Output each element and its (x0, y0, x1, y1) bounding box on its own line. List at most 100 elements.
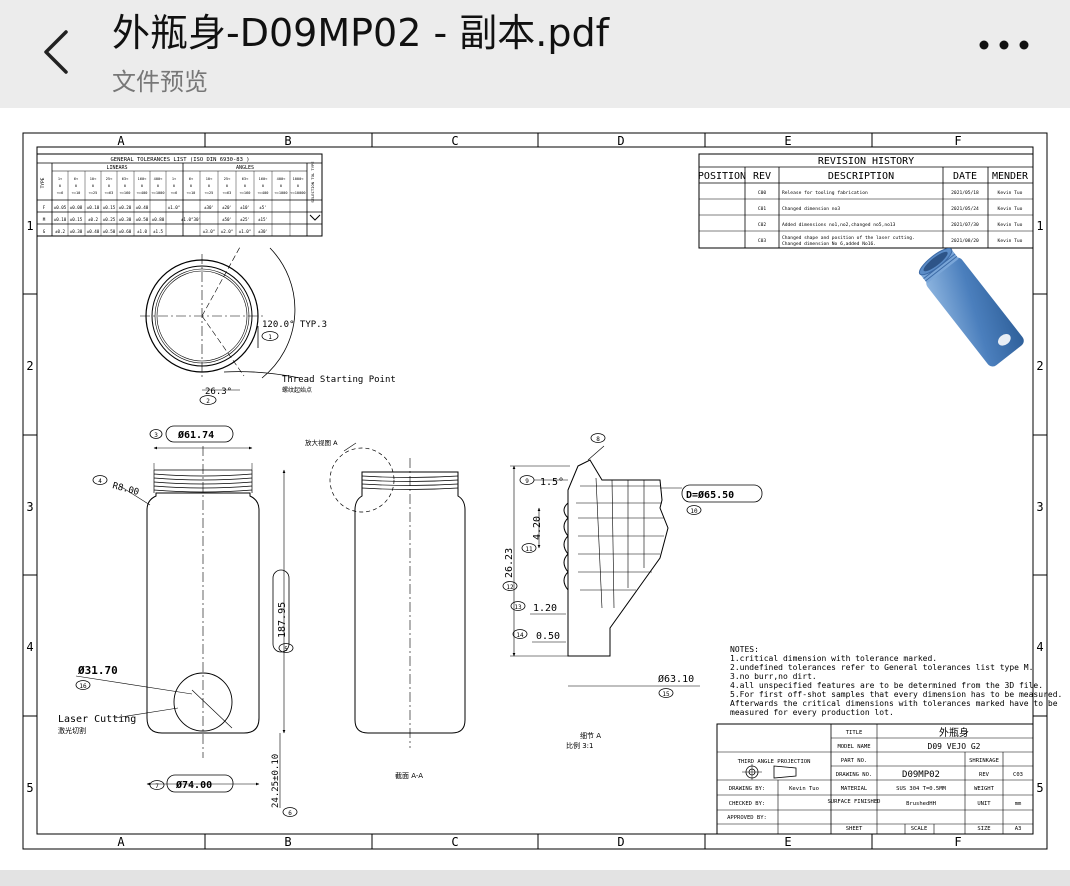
revision-rev: C02 (758, 222, 767, 228)
thread-start-label: Thread Starting Point (282, 375, 396, 385)
document-title: 外瓶身-D09MP02 - 副本.pdf (112, 11, 609, 55)
detail-view-callout: 放大视图 A (305, 438, 338, 447)
svg-text:14: 14 (516, 632, 524, 639)
section-label: 截面 A-A (395, 771, 423, 780)
revision-date: 2021/07/30 (951, 222, 979, 228)
revision-col-rev: REV (753, 171, 771, 182)
revision-col-position: POSITION (698, 171, 746, 182)
svg-text:<=10: <=10 (72, 191, 81, 195)
zone-row-5-right: 5 (1036, 781, 1043, 795)
tb-unit-label: UNIT (977, 801, 991, 807)
tol-cell: ±0.30 (119, 217, 132, 222)
tol-cell: ±5' (259, 205, 267, 210)
svg-text:0: 0 (157, 184, 159, 188)
revision-date: 2021/05/24 (951, 206, 979, 212)
third-angle-projection-icon (742, 764, 797, 780)
revision-col-mender: MENDER (992, 171, 1029, 182)
note-line: 3.no burr,no dirt. (730, 672, 817, 681)
balloon-6 (282, 807, 298, 817)
svg-text:11: 11 (525, 546, 533, 553)
ellipsis-icon[interactable] (974, 28, 1034, 58)
svg-text:<=160: <=160 (120, 191, 131, 195)
zone-col-b-bottom: B (284, 835, 291, 849)
note-line: Afterwards the critical dimensions with … (730, 699, 1058, 708)
svg-text:<=1000: <=1000 (275, 191, 288, 195)
tol-cell: ±3.0° (203, 229, 216, 234)
tolerance-linears-label: LINEARS (106, 165, 127, 171)
tb-unit-value: mm (1015, 801, 1022, 807)
svg-text:1<: 1< (58, 177, 63, 181)
engineering-drawing: A B C D E F A B C D E F 1 2 3 4 5 1 2 3 … (22, 132, 1062, 850)
dim-4-20: 4.20 (532, 516, 543, 540)
dia-hole-label: Ø31.70 (77, 664, 118, 677)
note-line: 5.For first off-shot samples that every … (730, 690, 1062, 699)
svg-text:10<: 10< (90, 177, 97, 181)
tol-cell: ±2.0° (221, 229, 234, 234)
zone-col-e-bottom: E (784, 835, 791, 849)
zone-col-a: A (117, 134, 125, 148)
detail-view-a: 26.23 12 4.20 11 1.5° 9 1.20 13 0.50 14 … (502, 433, 763, 750)
tb-rev-value: C03 (1013, 772, 1023, 778)
svg-text:0: 0 (297, 184, 299, 188)
svg-text:15: 15 (662, 691, 670, 698)
zone-columns: A B C D E F A B C D E F (117, 133, 962, 849)
balloon-15 (658, 688, 674, 698)
svg-text:<=10: <=10 (187, 191, 196, 195)
svg-text:3: 3 (154, 432, 158, 439)
svg-text:0: 0 (141, 184, 143, 188)
tol-cell: ±1.5 (153, 229, 164, 234)
selection-check-icon (309, 214, 321, 221)
tol-cell: ±0.15 (70, 217, 83, 222)
revision-title: REVISION HISTORY (818, 156, 914, 167)
svg-text:0: 0 (244, 184, 246, 188)
pdf-viewer[interactable]: A B C D E F A B C D E F 1 2 3 4 5 1 2 3 … (0, 108, 1070, 870)
balloon-13 (510, 601, 526, 611)
tol-cell: ±0.10 (54, 217, 67, 222)
revision-mender: Kevin Tuo (998, 222, 1023, 228)
zone-row-2: 2 (26, 359, 33, 373)
svg-text:0: 0 (59, 184, 61, 188)
revision-mender: Kevin Tuo (998, 206, 1023, 212)
tb-rev-label: REV (979, 772, 990, 778)
revision-desc: Changed shape and position of the laser … (782, 235, 915, 241)
tb-drawn-value: Kevin Tuo (789, 786, 819, 792)
zone-col-c: C (451, 134, 458, 148)
svg-text:16: 16 (79, 683, 87, 690)
zone-row-2-right: 2 (1036, 359, 1043, 373)
tol-cell: ±30' (258, 229, 268, 234)
tol-cell: ±0.15 (103, 205, 116, 210)
tolerance-type-label: TYPE (40, 177, 46, 188)
laser-cutting-cn: 激光切割 (58, 726, 86, 735)
tol-cell: ±0.80 (152, 217, 165, 222)
tol-row-m-type: M (43, 217, 46, 222)
section-view: 放大视图 A 截面 A-A (305, 438, 466, 780)
tol-cell: ±0.50 (103, 229, 116, 234)
tol-cell: ±1.0° (168, 205, 181, 210)
tol-cell: ±1.0°30' (181, 217, 201, 222)
tb-drawn-label: DRAWING BY: (729, 786, 765, 792)
tb-size-value: A3 (1015, 826, 1022, 832)
zone-row-4-right: 4 (1036, 640, 1043, 654)
tolerance-table-title: GENERAL TOLERANCES LIST (ISO DIN 6930-83… (110, 157, 249, 163)
tol-row-f-type: F (43, 205, 46, 210)
tol-cell: ±0.25 (103, 217, 116, 222)
chevron-left-icon[interactable] (36, 22, 84, 82)
svg-text:6<: 6< (189, 177, 194, 181)
balloon-1 (261, 331, 279, 341)
svg-text:160<: 160< (259, 177, 268, 181)
zone-rows: 1 2 3 4 5 1 2 3 4 5 (23, 219, 1047, 795)
detail-scale-label: 比例 3:1 (566, 741, 594, 750)
tol-cell: ±0.05 (54, 205, 67, 210)
tolerance-table: GENERAL TOLERANCES LIST (ISO DIN 6930-83… (36, 153, 323, 237)
svg-text:9: 9 (525, 478, 529, 485)
tol-cell: ±0.08 (70, 205, 83, 210)
tol-cell: ±25' (240, 217, 250, 222)
svg-text:63<: 63< (242, 177, 249, 181)
zone-row-3: 3 (26, 500, 33, 514)
zone-col-e: E (784, 134, 791, 148)
revision-col-date: DATE (953, 171, 977, 182)
revision-desc: Changed dimension no3 (782, 206, 840, 212)
notes-title: NOTES: (730, 645, 759, 654)
svg-text:0: 0 (124, 184, 126, 188)
tol-cell: ±10' (240, 205, 250, 210)
